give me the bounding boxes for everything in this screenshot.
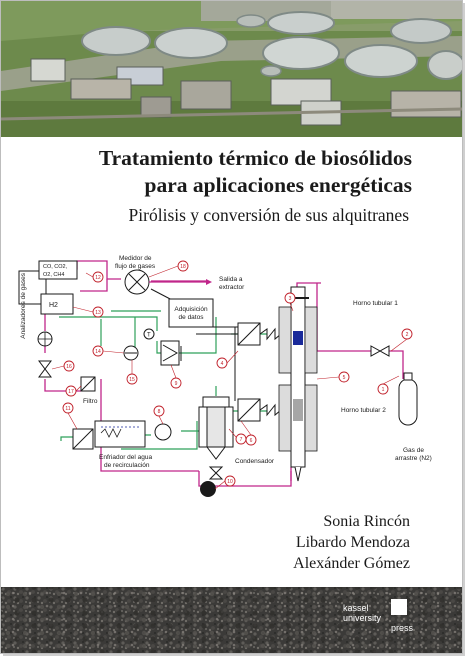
callout-9: 9	[175, 381, 178, 387]
author-1: Sonia Rincón	[323, 513, 410, 530]
callout-16: 16	[66, 364, 72, 370]
callout-13: 13	[95, 310, 101, 316]
callout-1: 1	[382, 387, 385, 393]
callout-3: 3	[289, 296, 292, 302]
cooler-line-2: de recirculación	[104, 462, 150, 469]
carrier-gas-line-2: arrastre (N2)	[395, 455, 432, 462]
title-line-2: para aplicaciones energéticas	[144, 173, 412, 197]
flow-meter-line-2: flujo de gases	[115, 263, 156, 270]
callout-2: 2	[406, 332, 409, 338]
book-title: Tratamiento térmico de biosólidos para a…	[99, 145, 412, 199]
callout-6: 6	[250, 438, 253, 444]
callout-14: 14	[95, 349, 101, 355]
cooler-line-1: Enfriador del agua	[99, 454, 153, 461]
publisher-logo: kassel university press	[343, 603, 413, 633]
gas-box-line-1: CO, CO2,	[43, 264, 68, 270]
author-3: Alexánder Gómez	[293, 555, 410, 572]
title-line-1: Tratamiento térmico de biosólidos	[98, 146, 412, 170]
furnace-2-label: Horno tubular 2	[341, 407, 386, 414]
callout-17: 17	[68, 389, 74, 395]
condenser-label: Condensador	[235, 458, 275, 465]
callout-4: 4	[221, 361, 224, 367]
svg-text:T: T	[147, 333, 151, 339]
callout-11: 11	[65, 406, 70, 412]
callout-10: 10	[227, 479, 233, 485]
daq-line-1: Adquisición	[174, 306, 208, 313]
publisher-logo-box	[391, 599, 407, 615]
author-2: Libardo Mendoza	[295, 534, 410, 551]
callout-8: 8	[158, 409, 161, 415]
gas-box-line-2: O2, CH4	[43, 272, 64, 278]
soil-texture-image	[1, 587, 462, 653]
daq-line-2: de datos	[179, 314, 205, 321]
publisher-line-2: university	[343, 613, 382, 623]
gas-analyzers-label: Analizadores de gases	[20, 272, 27, 339]
publisher-line-3: press	[391, 623, 414, 633]
furnace-1-label: Horno tubular 1	[353, 300, 398, 307]
exit-line-2: extractor	[219, 284, 245, 291]
flow-meter-line-1: Medidor de	[119, 255, 152, 262]
book-subtitle: Pirólisis y conversión de sus alquitrane…	[128, 205, 409, 225]
callout-5: 5	[343, 375, 346, 381]
h2-analyzer-label: H2	[49, 302, 58, 309]
callout-12: 12	[95, 275, 101, 281]
exit-line-1: Salida a	[219, 276, 243, 283]
callout-7: 7	[240, 437, 243, 443]
callout-15: 15	[129, 377, 135, 383]
callout-18: 18	[180, 264, 186, 270]
pyrolysis-setup-diagram: Analizadores de gases CO, CO2, O2, CH4 H…	[18, 255, 432, 497]
carrier-gas-line-1: Gas de	[403, 447, 424, 454]
authors: Sonia Rincón Libardo Mendoza Alexánder G…	[293, 511, 410, 574]
treatment-plant-photo	[1, 1, 462, 137]
publisher-line-1: kassel	[343, 603, 369, 613]
filter-label: Filtro	[83, 398, 98, 405]
